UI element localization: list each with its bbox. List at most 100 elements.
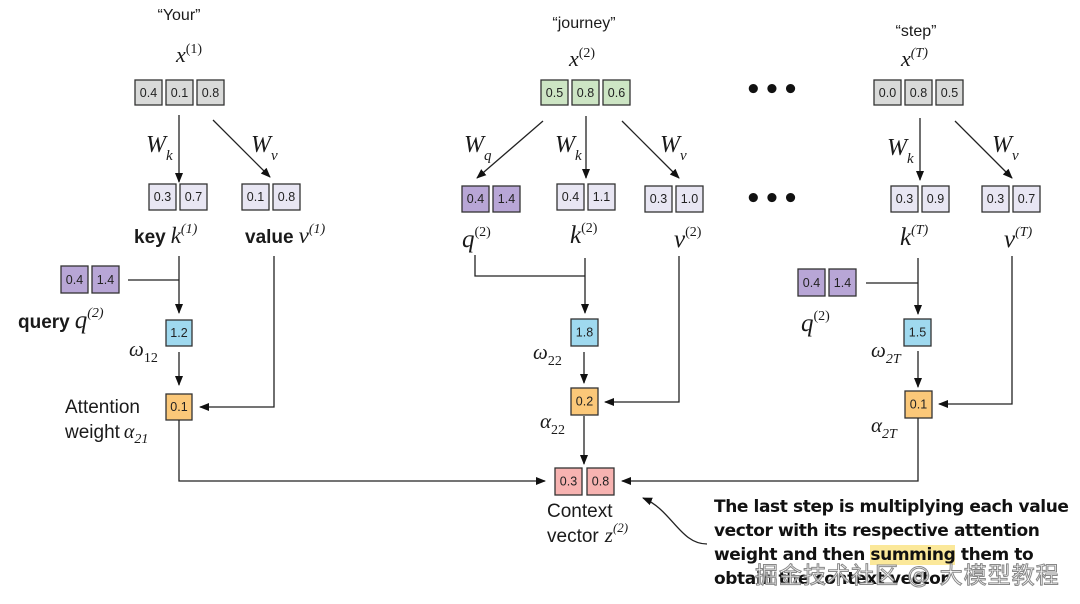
key-vector: 0.4 1.1 bbox=[556, 183, 616, 211]
wk-label: Wk bbox=[887, 135, 914, 167]
vector-cell bbox=[935, 79, 964, 106]
omega-value: 1.2 bbox=[170, 326, 187, 340]
vector-value: 0.5 bbox=[941, 86, 958, 100]
vector-value: 0.4 bbox=[803, 276, 820, 290]
omega-label: ω12 bbox=[129, 337, 158, 366]
vector-value: 0.3 bbox=[650, 192, 667, 206]
value-vector: 0.3 1.0 bbox=[644, 185, 704, 213]
alpha-box bbox=[904, 390, 933, 419]
vector-value: 0.3 bbox=[154, 190, 171, 204]
note-highlight: summing bbox=[870, 545, 956, 565]
vector-value: 0.6 bbox=[608, 86, 625, 100]
x-label: x(T) bbox=[900, 46, 928, 71]
note-text: The last step is multiplying each value … bbox=[714, 497, 1069, 565]
alpha-to-context-arrow bbox=[621, 418, 919, 485]
vector-value: 0.7 bbox=[185, 190, 202, 204]
vector-value: 1.4 bbox=[498, 192, 515, 206]
vector-cell bbox=[179, 183, 208, 211]
vector-value: 0.3 bbox=[896, 192, 913, 206]
vector-value: 0.7 bbox=[1018, 192, 1035, 206]
ellipsis-middle: ••• bbox=[745, 184, 801, 214]
vector-cell bbox=[91, 265, 120, 294]
alpha-value: 0.1 bbox=[910, 398, 927, 412]
vector-cell bbox=[60, 265, 89, 294]
vector-cell bbox=[797, 268, 826, 297]
alpha-to-context-arrow bbox=[178, 420, 546, 485]
note-arrow bbox=[642, 497, 708, 545]
token-word: “journey” bbox=[552, 15, 615, 32]
vector-cell bbox=[873, 79, 902, 106]
wk-label: Wk bbox=[146, 132, 173, 164]
omega-value: 1.8 bbox=[576, 326, 593, 340]
token-word: “Your” bbox=[158, 7, 201, 24]
token-column-journey: “journey” x(2) 0.5 0.8 0.6 Wq Wk Wv 0.4 … bbox=[461, 15, 704, 465]
key-label: k(2) bbox=[570, 221, 598, 249]
token-column-step: “step” x(T) 0.0 0.8 0.5 Wk Wv 0.3 0.9 0.… bbox=[621, 23, 1041, 485]
input-vector: 0.4 0.1 0.8 bbox=[134, 79, 225, 106]
omega-label: ω2T bbox=[871, 338, 902, 367]
value-to-alpha-arrow bbox=[604, 256, 680, 406]
alpha-label-line1: Attention bbox=[65, 397, 140, 418]
query-vector: 0.4 1.4 bbox=[797, 268, 857, 297]
context-cell bbox=[586, 467, 615, 496]
value-label: v(T) bbox=[1004, 225, 1033, 253]
omega-label: ω22 bbox=[533, 340, 562, 369]
vector-value: 1.0 bbox=[681, 192, 698, 206]
vector-value: 0.3 bbox=[987, 192, 1004, 206]
vector-value: 0.4 bbox=[140, 86, 157, 100]
key-label: k(T) bbox=[900, 223, 929, 251]
alpha-label: α22 bbox=[540, 409, 565, 438]
vector-cell bbox=[890, 185, 919, 213]
vector-cell bbox=[461, 185, 490, 213]
vector-value: 0.9 bbox=[927, 192, 944, 206]
value-to-alpha-arrow bbox=[938, 256, 1013, 408]
vector-cell bbox=[134, 79, 163, 106]
alpha-box bbox=[570, 387, 599, 416]
vector-value: 0.5 bbox=[546, 86, 563, 100]
key-vector: 0.3 0.9 bbox=[890, 185, 950, 213]
x-label: x(2) bbox=[568, 46, 595, 71]
token-column-your: “Your” x(1) 0.4 0.1 0.8 Wk Wv 0.3 0.7 0.… bbox=[18, 7, 546, 485]
vector-cell bbox=[644, 185, 673, 213]
query-label: q(2) bbox=[801, 309, 830, 337]
vector-cell bbox=[556, 183, 585, 211]
key-vector: 0.3 0.7 bbox=[148, 183, 208, 211]
wq-label: Wq bbox=[464, 132, 492, 164]
vector-value: 0.0 bbox=[879, 86, 896, 100]
vector-value: 0.8 bbox=[202, 86, 219, 100]
annotation-note: The last step is multiplying each value … bbox=[714, 495, 1074, 591]
omega-box bbox=[570, 318, 599, 347]
alpha-value: 0.2 bbox=[576, 395, 593, 409]
vector-value: 0.4 bbox=[66, 273, 83, 287]
vector-cell bbox=[492, 185, 521, 213]
vector-cell bbox=[196, 79, 225, 106]
vector-cell bbox=[540, 79, 569, 106]
vector-cell bbox=[828, 268, 857, 297]
vector-value: 0.1 bbox=[247, 190, 264, 204]
vector-cell bbox=[675, 185, 704, 213]
wq-arrow bbox=[476, 120, 544, 179]
vector-value: 0.1 bbox=[171, 86, 188, 100]
vector-cell bbox=[587, 183, 616, 211]
ellipsis-top: ••• bbox=[745, 75, 801, 105]
input-vector: 0.5 0.8 0.6 bbox=[540, 79, 631, 106]
vector-value: 1.4 bbox=[97, 273, 114, 287]
vector-cell bbox=[241, 183, 270, 211]
query-connector bbox=[474, 255, 585, 277]
vector-cell bbox=[148, 183, 177, 211]
wv-arrow bbox=[954, 120, 1013, 179]
vector-value: 1.4 bbox=[834, 276, 851, 290]
context-label-line1: Context bbox=[547, 501, 613, 522]
wv-label: Wv bbox=[992, 132, 1019, 164]
wk-label: Wk bbox=[555, 132, 582, 164]
input-vector: 0.0 0.8 0.5 bbox=[873, 79, 964, 106]
vector-cell bbox=[1012, 185, 1041, 213]
vector-cell bbox=[981, 185, 1010, 213]
alpha-label: α2T bbox=[871, 413, 898, 442]
alpha-value: 0.1 bbox=[170, 400, 187, 414]
